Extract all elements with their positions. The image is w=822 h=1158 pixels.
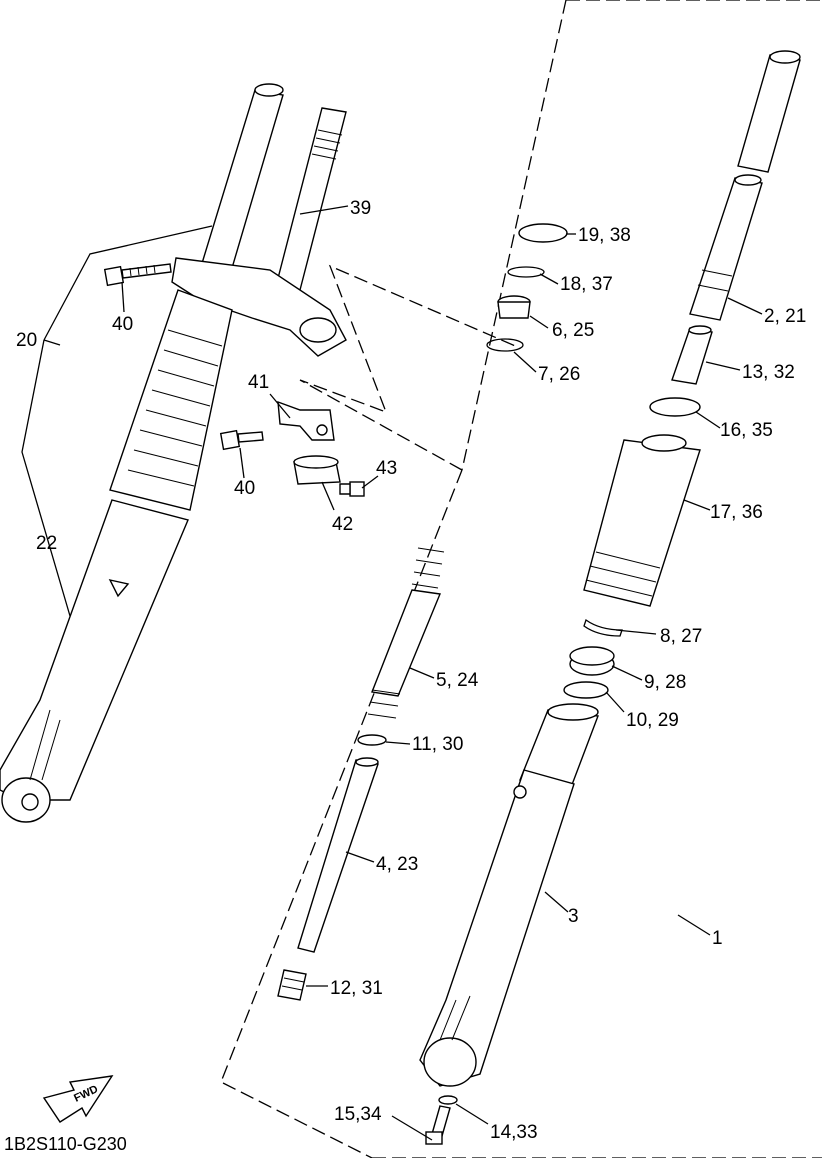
clamp-42: [293, 455, 341, 485]
washer-14: [438, 1095, 458, 1105]
callout-40-lower: 40: [234, 478, 255, 499]
callout-11: 11, 30: [412, 734, 463, 755]
clamp-16: [649, 397, 701, 417]
drain-bolt-15: [425, 1105, 451, 1145]
callout-39: 39: [350, 198, 371, 219]
cap-bolt-6: [497, 295, 531, 319]
circlip-8: [583, 618, 623, 637]
cap-19: [518, 223, 568, 243]
assembly-boundary-inner: [299, 264, 521, 471]
bolt-40-lower: [219, 429, 264, 451]
callout-40-upper: 40: [112, 314, 133, 335]
leader-lines: [21, 205, 763, 1141]
outer-tube-3: [419, 703, 599, 1087]
callout-8: 8, 27: [660, 626, 702, 647]
callout-5: 5, 24: [436, 670, 479, 691]
fwd-arrow-icon: FWD: [42, 1075, 114, 1123]
callout-12: 12, 31: [330, 978, 383, 999]
bolt-40-upper: [103, 263, 172, 287]
callout-10: 10, 29: [626, 710, 679, 731]
callout-19: 19, 38: [578, 225, 631, 246]
callout-1: 1: [712, 928, 723, 949]
callout-17: 17, 36: [710, 502, 763, 523]
callout-14: 14,33: [490, 1122, 538, 1143]
callout-15: 15,34: [334, 1104, 382, 1125]
spring-12: [277, 969, 307, 1001]
callout-6: 6, 25: [552, 320, 594, 341]
o-ring-7: [486, 338, 524, 352]
callout-7: 7, 26: [538, 364, 580, 385]
damper-rod-4: [297, 757, 379, 953]
inner-tube-2: [689, 50, 801, 321]
callout-18: 18, 37: [560, 274, 613, 295]
callout-22: 22: [36, 533, 57, 554]
callout-4: 4, 23: [376, 854, 418, 875]
callout-43: 43: [376, 458, 397, 479]
collar-13: [671, 325, 713, 385]
callout-9: 9, 28: [644, 672, 686, 693]
callout-13: 13, 32: [742, 362, 795, 383]
bracket-41: [277, 400, 335, 441]
oil-seal-9: [569, 646, 615, 676]
o-ring-18: [507, 266, 545, 278]
spring-5: [367, 547, 445, 719]
callout-20: 20: [16, 330, 37, 351]
screw-43: [339, 481, 365, 497]
callout-41: 41: [248, 372, 269, 393]
callout-42: 42: [332, 514, 353, 535]
assembled-fork: [0, 83, 347, 823]
callout-2: 2, 21: [764, 306, 806, 327]
boot-17: [583, 434, 701, 607]
washer-10: [563, 681, 609, 699]
assembly-boundary: [220, 0, 822, 1158]
callout-16: 16, 35: [720, 420, 773, 441]
ring-11: [357, 734, 387, 746]
callout-3: 3: [568, 906, 579, 927]
diagram-code: 1B2S110-G230: [4, 1134, 127, 1154]
